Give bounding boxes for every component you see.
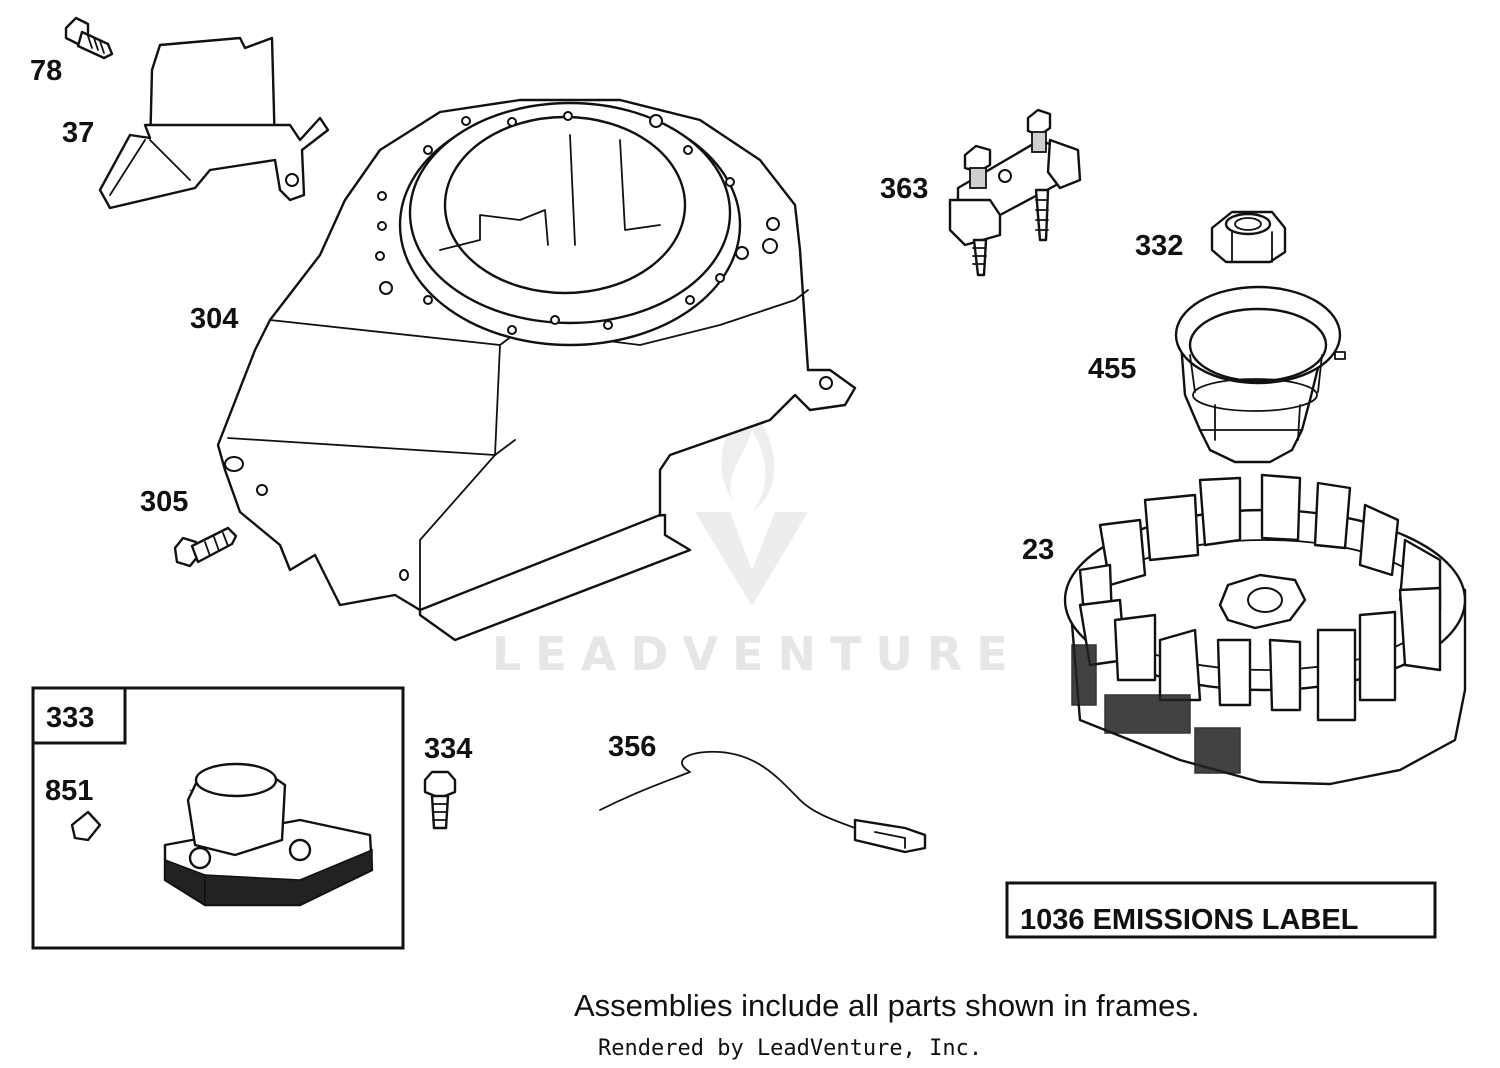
air-guide-37-icon (98, 36, 330, 210)
callout-333: 333 (46, 702, 94, 734)
blower-housing-304-icon (216, 98, 857, 642)
assemblies-caption: Assemblies include all parts shown in fr… (574, 988, 1199, 1023)
callout-37: 37 (62, 117, 94, 149)
flywheel-23-icon (1063, 473, 1467, 786)
bracket-363-icon (948, 108, 1082, 277)
render-credit: Rendered by LeadVenture, Inc. (598, 1036, 982, 1061)
emissions-label-text: 1036 EMISSIONS LABEL (1020, 904, 1358, 936)
assembly-frame-333 (31, 686, 405, 950)
callout-332: 332 (1135, 230, 1183, 262)
nut-332-icon (1210, 210, 1287, 264)
bolt-78-icon (64, 16, 114, 60)
callout-304: 304 (190, 303, 238, 335)
ground-wire-356-icon (599, 750, 927, 854)
callout-305: 305 (140, 486, 188, 518)
callout-78: 78 (30, 55, 62, 87)
ignition-module-333-icon (70, 696, 374, 907)
emissions-label-frame (1005, 881, 1437, 939)
callout-363: 363 (880, 173, 928, 205)
callout-851: 851 (45, 775, 93, 807)
screw-305-icon (173, 526, 238, 568)
starter-cup-455-icon (1174, 285, 1346, 464)
screw-334-icon (423, 770, 457, 830)
watermark-text: LEADVENTURE (492, 627, 1022, 681)
callout-455: 455 (1088, 353, 1136, 385)
callout-23: 23 (1022, 534, 1054, 566)
callout-334: 334 (424, 733, 472, 765)
callout-356: 356 (608, 731, 656, 763)
assembly-frame-333-tag (31, 686, 127, 745)
